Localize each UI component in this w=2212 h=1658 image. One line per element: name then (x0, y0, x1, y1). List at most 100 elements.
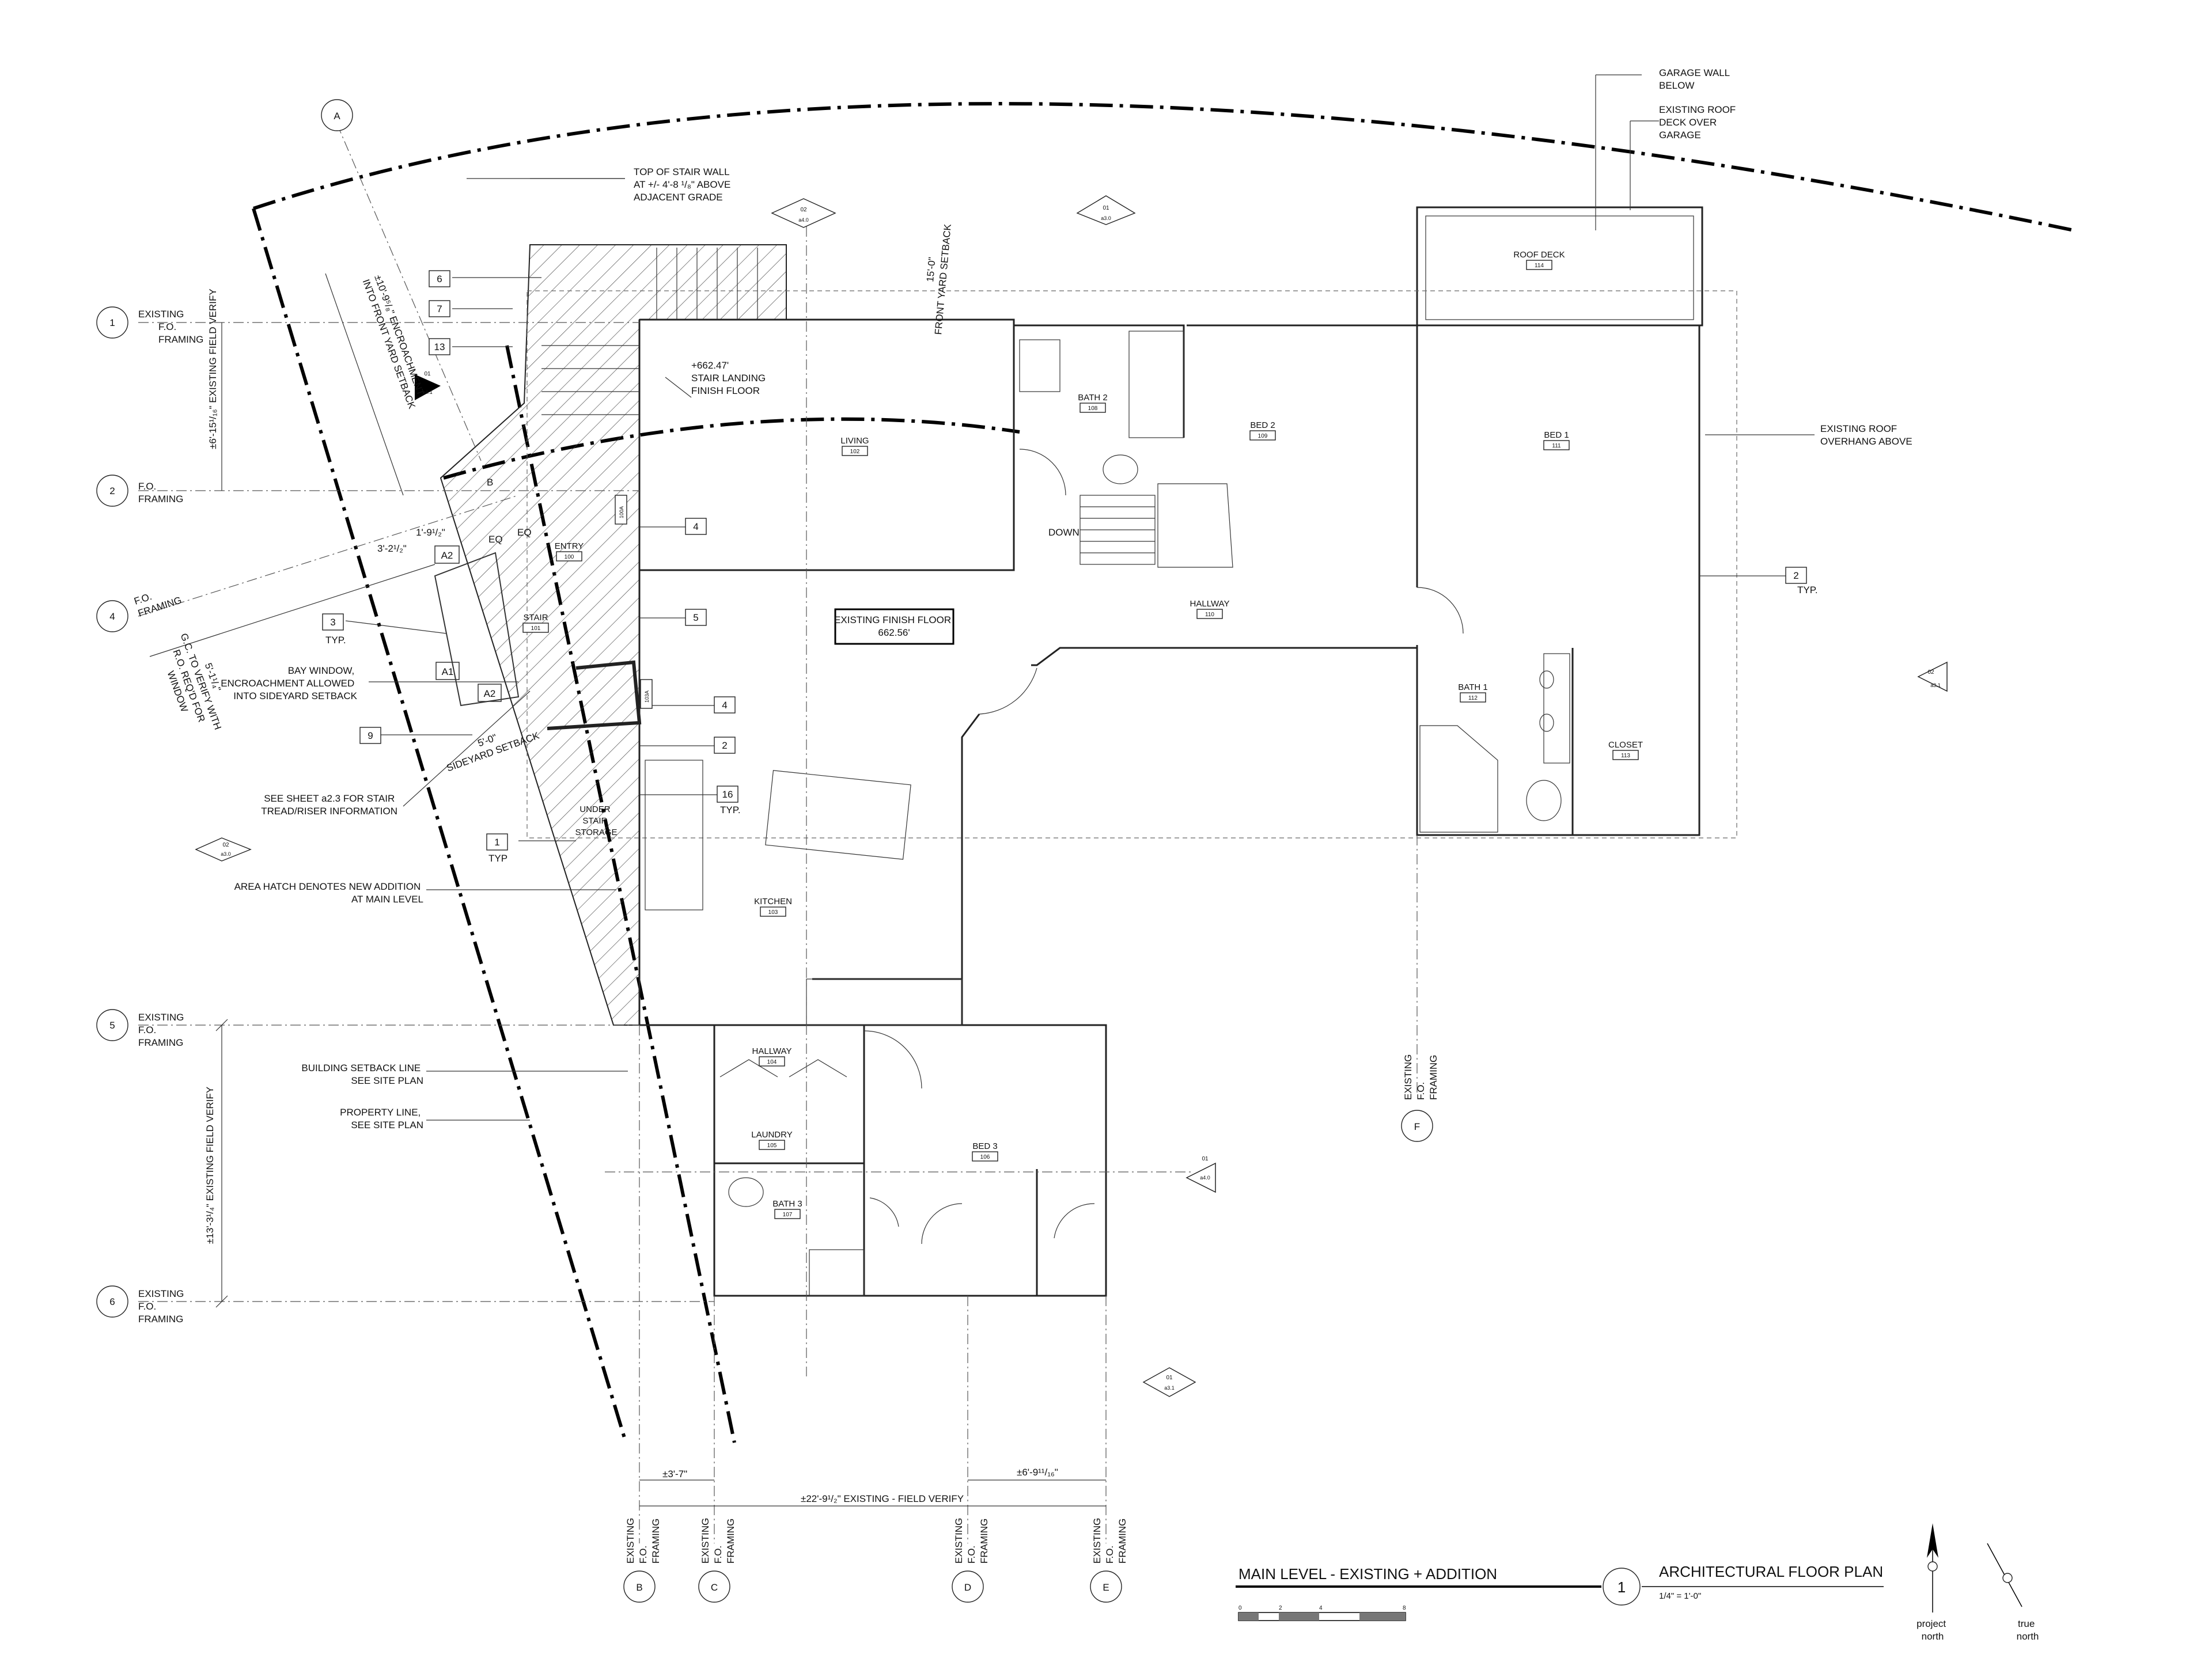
svg-text:8: 8 (1403, 1605, 1406, 1611)
svg-text:1: 1 (109, 317, 115, 328)
front-yard-setback-note: 15'-0" FRONT YARD SETBACK (920, 222, 953, 335)
svg-text:103: 103 (768, 909, 778, 916)
new-addition-hatch (440, 244, 787, 1026)
keynote-numbers: 6 7 13 4 5 4 2 16 3 9 1 2 (330, 274, 1798, 848)
svg-text:106: 106 (980, 1154, 990, 1160)
svg-text:4: 4 (722, 700, 727, 711)
door-tag-100a: 100A (619, 506, 624, 518)
svg-text:ROOF DECK: ROOF DECK (1513, 250, 1565, 260)
svg-text:CLOSET: CLOSET (1608, 740, 1643, 750)
svg-text:BED 1: BED 1 (1544, 430, 1569, 440)
svg-text:4: 4 (693, 521, 698, 532)
keynote-boxes (322, 270, 1807, 851)
svg-text:111: 111 (1552, 443, 1561, 449)
svg-text:108: 108 (1088, 405, 1098, 412)
svg-text:a4.0: a4.0 (1200, 1175, 1210, 1181)
building-setback-note: BUILDING SETBACK LINE SEE SITE PLAN (301, 1063, 423, 1086)
section-markers (195, 195, 1948, 1397)
svg-text:114: 114 (1535, 263, 1544, 269)
svg-text:109: 109 (1258, 433, 1268, 439)
svg-text:a3.1: a3.1 (1164, 1385, 1175, 1391)
svg-text:F.O.FRAMING: F.O.FRAMING (138, 481, 183, 504)
svg-text:BED 2: BED 2 (1250, 420, 1275, 430)
dim-a2-1: 3'-2¹/₂" (377, 543, 407, 554)
svg-text:A: A (334, 111, 340, 122)
typ-2: TYP. (1797, 585, 1818, 595)
grid-bubbles (96, 99, 1641, 1606)
dim-a2-2: 1'-9¹/₂" (416, 527, 445, 538)
svg-text:ENTRY: ENTRY (555, 541, 584, 551)
typ-3: TYP. (325, 635, 346, 646)
svg-text:105: 105 (767, 1143, 777, 1149)
svg-text:2: 2 (722, 740, 727, 751)
svg-text:02: 02 (800, 207, 807, 213)
bay-window-note: BAY WINDOW, ENCROACHMENT ALLOWED INTO SI… (221, 665, 357, 701)
svg-text:A2: A2 (441, 550, 453, 561)
walls (638, 318, 1700, 1297)
svg-text:F: F (1414, 1121, 1420, 1132)
elevation-tag-boxes (434, 545, 502, 702)
property-line (252, 208, 627, 1440)
project-north-label: project north (1916, 1618, 1949, 1642)
typ-1: TYP (488, 853, 507, 864)
eq-1: EQ (488, 534, 503, 545)
svg-text:a3.0: a3.0 (221, 851, 231, 857)
svg-text:104: 104 (767, 1059, 777, 1065)
svg-text:D: D (964, 1582, 971, 1593)
svg-text:101: 101 (531, 625, 541, 632)
svg-text:6: 6 (437, 274, 442, 284)
svg-text:102: 102 (850, 449, 860, 455)
roof-deck-outline (1416, 206, 1703, 327)
door-swings (719, 449, 1464, 1245)
under-stair-label: UNDER STAIR STORAGE (575, 805, 617, 837)
svg-text:5: 5 (109, 1020, 115, 1031)
top-stair-wall-note: TOP OF STAIR WALL AT +/- 4'-8 ¹/₈" ABOVE… (634, 166, 733, 203)
svg-text:F.O.FRAMING: F.O.FRAMING (132, 583, 183, 619)
svg-text:110: 110 (1205, 612, 1214, 618)
dim-d-e: ±6'-9¹¹/₁₆" (1017, 1467, 1058, 1478)
svg-text:C: C (711, 1582, 718, 1593)
encroachment-note: ±10'-9⁵/₈" ENCROACHMENT INTO FRONT YARD … (361, 274, 430, 411)
down-label: DOWN (1048, 527, 1080, 538)
sheet-title: ARCHITECTURAL FLOOR PLAN (1659, 1563, 1883, 1580)
drawing-title: MAIN LEVEL - EXISTING + ADDITION (1238, 1565, 1497, 1583)
svg-text:3: 3 (330, 617, 335, 628)
svg-text:BED 3: BED 3 (972, 1141, 997, 1151)
svg-text:1: 1 (494, 837, 499, 848)
room-number-boxes (522, 260, 1639, 1219)
roof-overhang-note: EXISTING ROOF OVERHANG ABOVE (1820, 423, 1912, 447)
svg-text:100: 100 (565, 554, 574, 560)
svg-text:02: 02 (222, 842, 229, 848)
building-setback-line (505, 345, 736, 1443)
svg-text:16: 16 (722, 789, 733, 800)
b-label: B (487, 477, 493, 488)
svg-text:4: 4 (109, 611, 115, 622)
door-tag-103a: 103A (644, 690, 650, 703)
dim-total: ±22'-9¹/₂" EXISTING - FIELD VERIFY (801, 1493, 964, 1504)
svg-text:BATH 3: BATH 3 (772, 1199, 802, 1209)
svg-text:107: 107 (783, 1212, 793, 1218)
svg-text:2: 2 (1279, 1605, 1282, 1611)
svg-text:7: 7 (437, 303, 442, 314)
dim-b-c: ±3'-7" (662, 1469, 687, 1479)
field-verify-bottom: ±13'-3¹/₄" EXISTING FIELD VERIFY (204, 1087, 215, 1244)
area-hatch-note: AREA HATCH DENOTES NEW ADDITION AT MAIN … (234, 881, 423, 905)
eq-2: EQ (517, 527, 532, 538)
svg-text:A2: A2 (484, 688, 496, 699)
drawing-number: 1 (1618, 1579, 1626, 1596)
bay-window (434, 552, 520, 707)
svg-text:BATH 1: BATH 1 (1458, 682, 1487, 692)
svg-text:B: B (636, 1582, 642, 1593)
existing-finish-floor-text: EXISTING FINISH FLOOR 662.56' (834, 614, 954, 638)
